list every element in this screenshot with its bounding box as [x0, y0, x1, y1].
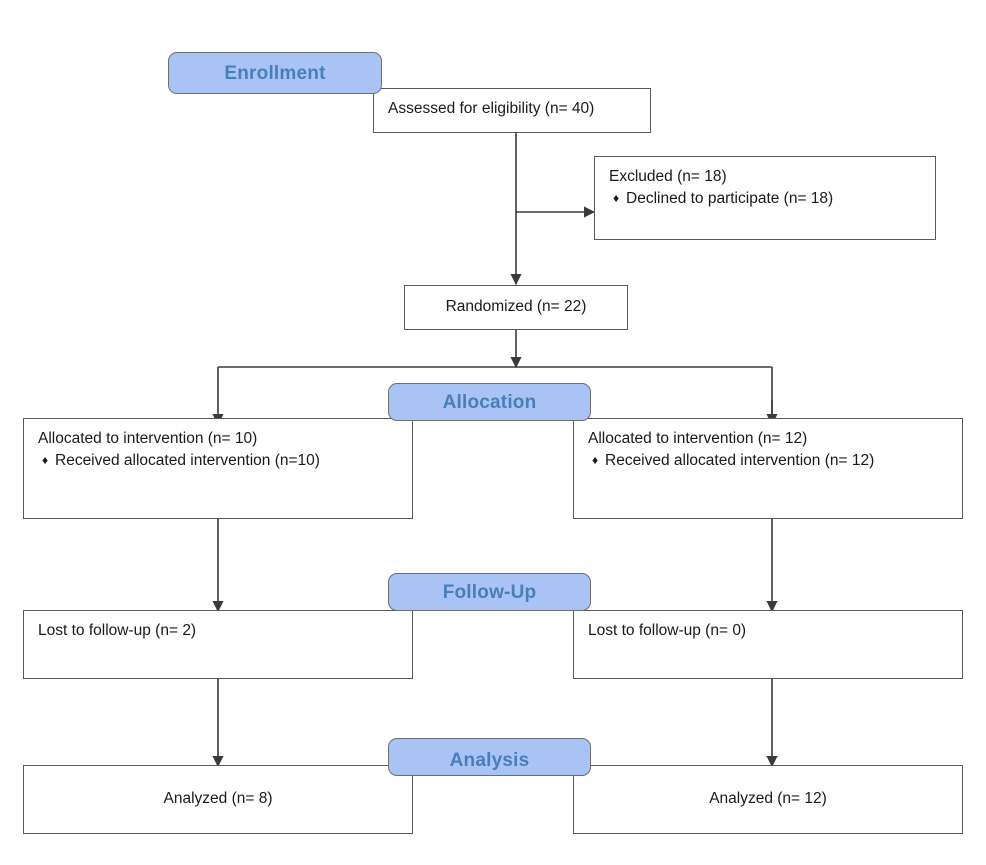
- node-assessed-for-eligibility: Assessed for eligibility (n= 40): [373, 88, 651, 133]
- node-lost-left-line-1: Lost to follow-up (n= 2): [38, 622, 197, 639]
- node-lost-to-followup-left: Lost to follow-up (n= 2): [23, 610, 413, 679]
- stage-banner-followup-label: Follow-Up: [442, 581, 537, 603]
- stage-banner-allocation: Allocation: [388, 383, 591, 421]
- node-excluded-bullet-1-text: Declined to participate (n= 18): [626, 190, 834, 208]
- stage-banner-enrollment-label: Enrollment: [224, 62, 326, 84]
- node-lost-right-line-1: Lost to follow-up (n= 0): [588, 622, 747, 639]
- node-analyzed-left: Analyzed (n= 8): [23, 765, 413, 834]
- node-allocated-left-bullet-1: ♦ Received allocated intervention (n=10): [38, 450, 400, 472]
- node-lost-to-followup-right: Lost to follow-up (n= 0): [573, 610, 963, 679]
- node-analyzed-left-line-1: Analyzed (n= 8): [163, 790, 273, 808]
- node-assessed-line-1: Assessed for eligibility (n= 40): [388, 100, 595, 117]
- bullet-diamond-icon: ♦: [592, 453, 599, 468]
- node-analyzed-right: Analyzed (n= 12): [573, 765, 963, 834]
- node-allocated-right-bullet-1: ♦ Received allocated intervention (n= 12): [588, 450, 950, 472]
- node-excluded-line-1: Excluded (n= 18): [609, 168, 727, 185]
- node-analyzed-right-line-1: Analyzed (n= 12): [709, 790, 827, 808]
- node-excluded-bullet-1: ♦ Declined to participate (n= 18): [609, 188, 923, 210]
- node-allocated-left-bullet-1-text: Received allocated intervention (n=10): [55, 452, 320, 470]
- stage-banner-enrollment: Enrollment: [168, 52, 382, 94]
- bullet-diamond-icon: ♦: [613, 191, 620, 206]
- bullet-diamond-icon: ♦: [42, 453, 49, 468]
- node-randomized-line-1: Randomized (n= 22): [445, 298, 587, 316]
- node-allocated-right: Allocated to intervention (n= 12) ♦ Recei…: [573, 418, 963, 519]
- node-allocated-right-line-1: Allocated to intervention (n= 12): [588, 430, 808, 447]
- node-allocated-right-bullet-1-text: Received allocated intervention (n= 12): [605, 452, 875, 470]
- node-excluded: Excluded (n= 18) ♦ Declined to participat…: [594, 156, 936, 240]
- stage-banner-followup: Follow-Up: [388, 573, 591, 611]
- stage-banner-allocation-label: Allocation: [442, 391, 537, 413]
- node-allocated-left-line-1: Allocated to intervention (n= 10): [38, 430, 258, 447]
- node-randomized: Randomized (n= 22): [404, 285, 628, 330]
- node-allocated-left: Allocated to intervention (n= 10) ♦ Recei…: [23, 418, 413, 519]
- stage-banner-analysis: Analysis: [388, 738, 591, 776]
- stage-banner-analysis-label: Analysis: [449, 749, 530, 771]
